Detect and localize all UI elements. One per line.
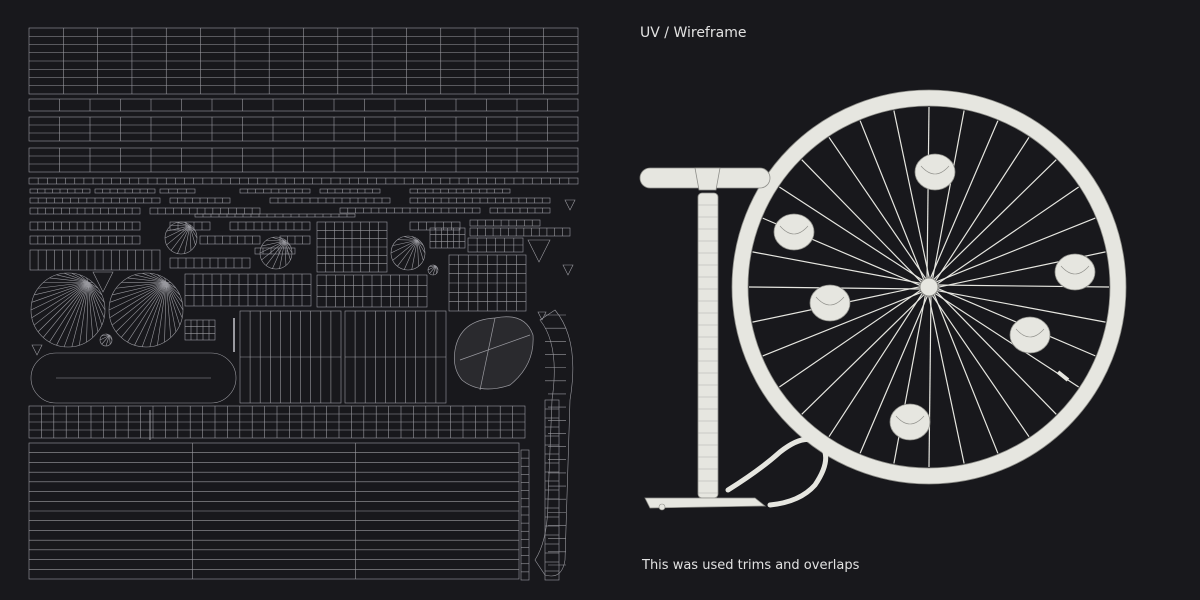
- wheel-hub: [919, 277, 939, 297]
- uv-triangle-shell: [92, 271, 114, 293]
- uv-panel-shell: [316, 221, 388, 273]
- uv-panel-shell: [184, 273, 312, 307]
- uv-small-shell: [169, 257, 251, 269]
- uv-panel-shell: [448, 254, 527, 312]
- uv-small-shell: [409, 197, 551, 204]
- uv-small-shell: [239, 188, 311, 194]
- uv-triangle-shell: [31, 344, 43, 356]
- caption-text: This was used trims and overlaps: [642, 558, 860, 573]
- bike-pump-and-wheel-render: [639, 89, 1127, 511]
- uv-small-shell: [339, 207, 481, 214]
- pump-foot: [658, 503, 666, 511]
- uv-small-shell: [149, 207, 261, 215]
- wheel-cap: [1009, 316, 1051, 354]
- uv-small-shell: [29, 249, 161, 271]
- uv-small-shell: [29, 197, 161, 204]
- uv-vertical-strip: [520, 449, 530, 581]
- wheel-cap: [773, 213, 815, 251]
- uv-small-shell: [29, 235, 141, 245]
- pump-base: [644, 497, 767, 509]
- uv-thin-trim: [28, 177, 579, 185]
- uv-circle-shell: [30, 272, 106, 348]
- uv-curved-strip: [534, 309, 574, 577]
- wheel-cap: [889, 403, 931, 441]
- uv-top-strip-block: [28, 27, 579, 95]
- uv-circle-shell: [427, 264, 439, 276]
- uv-small-shell: [469, 219, 541, 227]
- pump-barrel: [697, 192, 719, 499]
- wheel-spokes: [748, 106, 1110, 468]
- wheel-valve: [1056, 370, 1070, 382]
- uv-panel-shell: [344, 310, 447, 404]
- uv-small-shell: [489, 207, 551, 214]
- uv-small-shell: [269, 197, 391, 204]
- uv-small-shell: [159, 188, 196, 194]
- uv-small-shell: [199, 235, 261, 245]
- section-title: UV / Wireframe: [640, 25, 747, 41]
- uv-small-shell: [29, 221, 141, 231]
- uv-small-shell: [194, 213, 356, 218]
- uv-small-shell: [29, 188, 91, 194]
- uv-large-panel: [28, 442, 520, 580]
- uv-triangle-shell: [564, 199, 576, 211]
- uv-hat-shell: [453, 316, 534, 391]
- uv-wide-strip: [28, 405, 526, 439]
- uv-vertical-strip: [544, 399, 560, 581]
- pump-hose: [725, 436, 829, 508]
- uv-small-shell: [319, 188, 381, 194]
- uv-small-shell: [409, 188, 511, 194]
- uv-small-shell: [409, 221, 461, 231]
- uv-circle-shell: [390, 235, 426, 271]
- uv-panel-shell: [429, 227, 466, 249]
- uv-small-shell: [469, 227, 571, 237]
- uv-panel-shell: [467, 237, 524, 253]
- pump-handle-joint: [694, 167, 721, 191]
- uv-circle-shell: [259, 236, 293, 270]
- uv-triangle-shell: [527, 239, 551, 263]
- uv-panel-shell: [239, 310, 342, 404]
- uv-capsule-shell: [30, 352, 237, 404]
- uv-circle-shell: [99, 333, 113, 347]
- wheel-rim: [731, 89, 1127, 485]
- uv-panel-shell: [316, 274, 428, 308]
- wheel-cap: [1054, 253, 1096, 291]
- uv-layout-panel: [28, 27, 579, 581]
- wheel-cap: [809, 284, 851, 322]
- uv-triangle-shell: [537, 311, 547, 321]
- uv-circle-shell: [164, 221, 198, 255]
- uv-panel-shell: [184, 319, 216, 341]
- uv-triangle-shell: [562, 264, 574, 276]
- uv-trim-strip: [28, 98, 579, 112]
- uv-trim-strip: [28, 116, 579, 142]
- bike-pump: [639, 167, 771, 511]
- uv-small-shell: [169, 197, 231, 204]
- uv-small-shell: [229, 221, 311, 231]
- wheel-cap: [914, 153, 956, 191]
- uv-small-shell: [94, 188, 156, 194]
- uv-small-shell: [279, 235, 311, 245]
- uv-trim-strip: [28, 147, 579, 173]
- uv-small-shell: [29, 207, 141, 215]
- uv-circle-shell: [108, 272, 184, 348]
